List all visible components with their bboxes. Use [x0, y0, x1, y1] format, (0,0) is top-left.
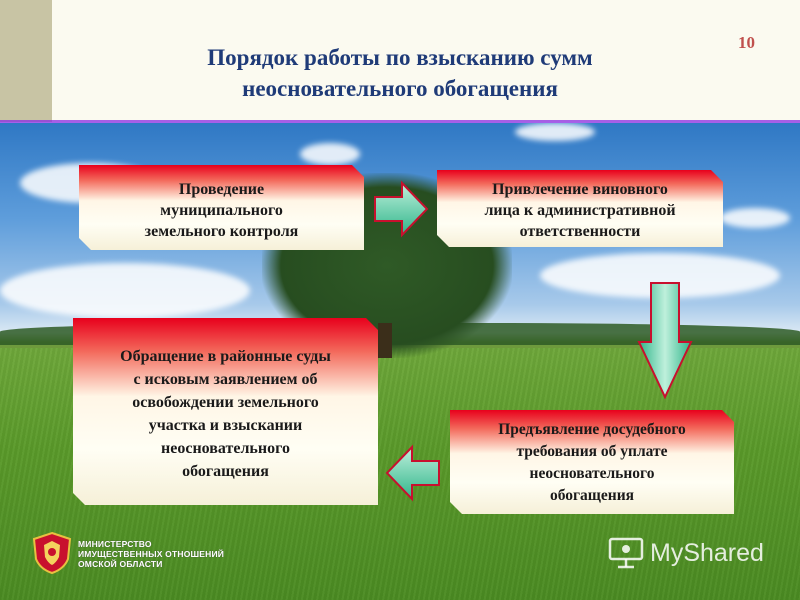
cloud	[515, 123, 595, 141]
ministry-label: МИНИСТЕРСТВО ИМУЩЕСТВЕННЫХ ОТНОШЕНИЙ ОМС…	[78, 539, 224, 569]
ministry-line: ИМУЩЕСТВЕННЫХ ОТНОШЕНИЙ	[78, 549, 225, 559]
arrow-down-icon	[637, 282, 693, 400]
step-text-line: земельного контроля	[144, 223, 299, 240]
step-text-line: обогащения	[549, 487, 635, 504]
step-municipal-control: Проведение муниципального земельного кон…	[79, 165, 364, 250]
cloud	[720, 208, 790, 228]
header-divider	[0, 120, 800, 123]
step-text-line: участка и взыскании	[148, 416, 303, 434]
presentation-icon	[608, 537, 644, 569]
step-court-appeal: Обращение в районные суды с исковым заяв…	[73, 318, 378, 505]
step-administrative-liability: Привлечение виновного лица к администрат…	[437, 170, 723, 247]
step-text-line: лица к административной	[484, 202, 676, 219]
step-text-line: Привлечение виновного	[492, 181, 668, 198]
ministry-line: МИНИСТЕРСТВО	[78, 539, 152, 549]
slide-title: Порядок работы по взысканию сумм неоснов…	[100, 42, 700, 104]
step-text-line: освобождении земельного	[132, 393, 319, 411]
watermark-text: MyShared	[650, 538, 764, 567]
arrow-left-icon	[385, 444, 440, 502]
slide-header: Порядок работы по взысканию сумм неоснов…	[0, 0, 800, 123]
step-pretrial-claim: Предъявление досудебного требования об у…	[450, 410, 734, 514]
cloud	[0, 263, 250, 318]
step-text-line: неосновательного	[161, 439, 290, 457]
step-text-line: Проведение	[178, 181, 265, 198]
step-text-line: с исковым заявлением об	[133, 370, 318, 388]
cloud	[300, 143, 360, 165]
step-text-line: обогащения	[182, 462, 269, 480]
coat-of-arms-icon	[32, 531, 72, 575]
watermark: MyShared	[608, 533, 764, 573]
arrow-right-icon	[374, 180, 429, 238]
step-text-line: муниципального	[160, 202, 283, 219]
step-text-line: требования об уплате	[516, 443, 668, 460]
tree-trunk	[378, 323, 392, 358]
step-text-line: неосновательного	[529, 465, 655, 482]
ministry-line: ОМСКОЙ ОБЛАСТИ	[78, 559, 163, 569]
slide-number: 10	[738, 33, 755, 52]
title-line-2: неосновательного обогащения	[242, 76, 558, 101]
header-side-band	[0, 0, 52, 122]
step-text-line: Обращение в районные суды	[120, 347, 331, 365]
title-line-1: Порядок работы по взысканию сумм	[207, 45, 593, 70]
step-text-line: ответственности	[519, 223, 641, 240]
step-text-line: Предъявление досудебного	[498, 421, 686, 438]
